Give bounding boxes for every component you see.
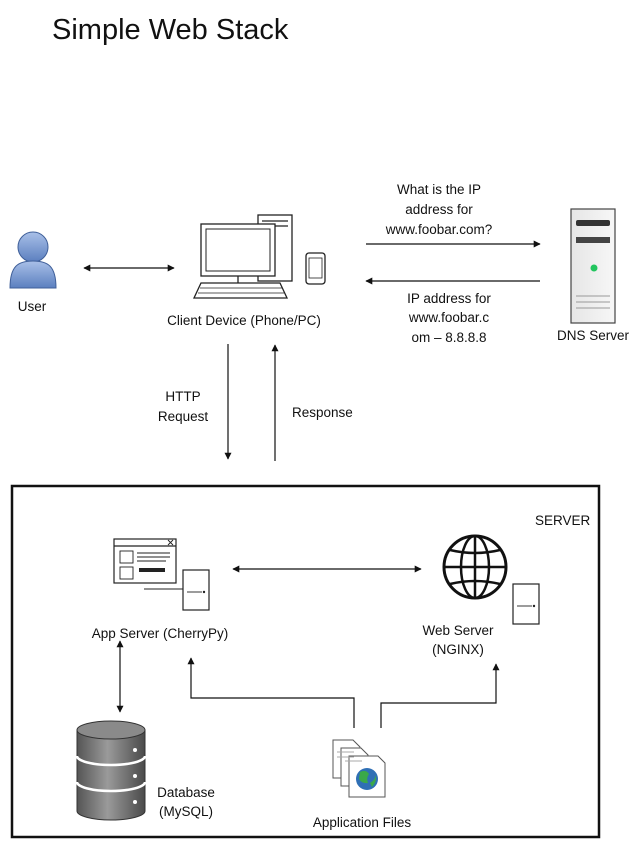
dns-query-label-1: What is the IP — [397, 182, 481, 197]
diagram-title: Simple Web Stack — [52, 14, 289, 46]
http-request-label-1: HTTP — [165, 389, 200, 404]
database-icon — [75, 720, 147, 821]
smartphone-icon — [305, 252, 326, 285]
web-server-label-2: (NGINX) — [432, 642, 484, 657]
dns-label: DNS Server — [557, 328, 630, 343]
database-label-1: Database — [157, 785, 215, 800]
desktop-computer-icon — [192, 214, 293, 299]
files-to-app-server-arrow — [187, 657, 355, 728]
response-label: Response — [292, 405, 353, 420]
globe-server-icon — [442, 534, 540, 625]
dns-query-label-2: address for — [405, 202, 473, 217]
database-label-2: (MySQL) — [159, 804, 213, 819]
dns-query-label-3: www.foobar.com? — [385, 222, 493, 237]
user-label: User — [18, 299, 47, 314]
server-label: SERVER — [535, 513, 591, 528]
app-window-server-icon — [113, 538, 210, 611]
dns-reply-label-3: om – 8.8.8.8 — [411, 330, 486, 345]
app-files-label: Application Files — [313, 815, 412, 830]
dns-reply-label-1: IP address for — [407, 291, 491, 306]
http-request-label-2: Request — [158, 409, 209, 424]
dns-reply-label-2: www.foobar.c — [408, 310, 490, 325]
files-to-web-server-arrow — [380, 663, 500, 728]
status-light — [590, 264, 598, 272]
client-label: Client Device (Phone/PC) — [167, 313, 321, 328]
user-icon — [9, 231, 57, 289]
server-tower-icon — [570, 208, 616, 324]
server-boundary — [10, 484, 601, 839]
app-server-label: App Server (CherryPy) — [92, 626, 229, 641]
documents-globe-icon — [332, 739, 386, 798]
web-server-label-1: Web Server — [422, 623, 494, 638]
